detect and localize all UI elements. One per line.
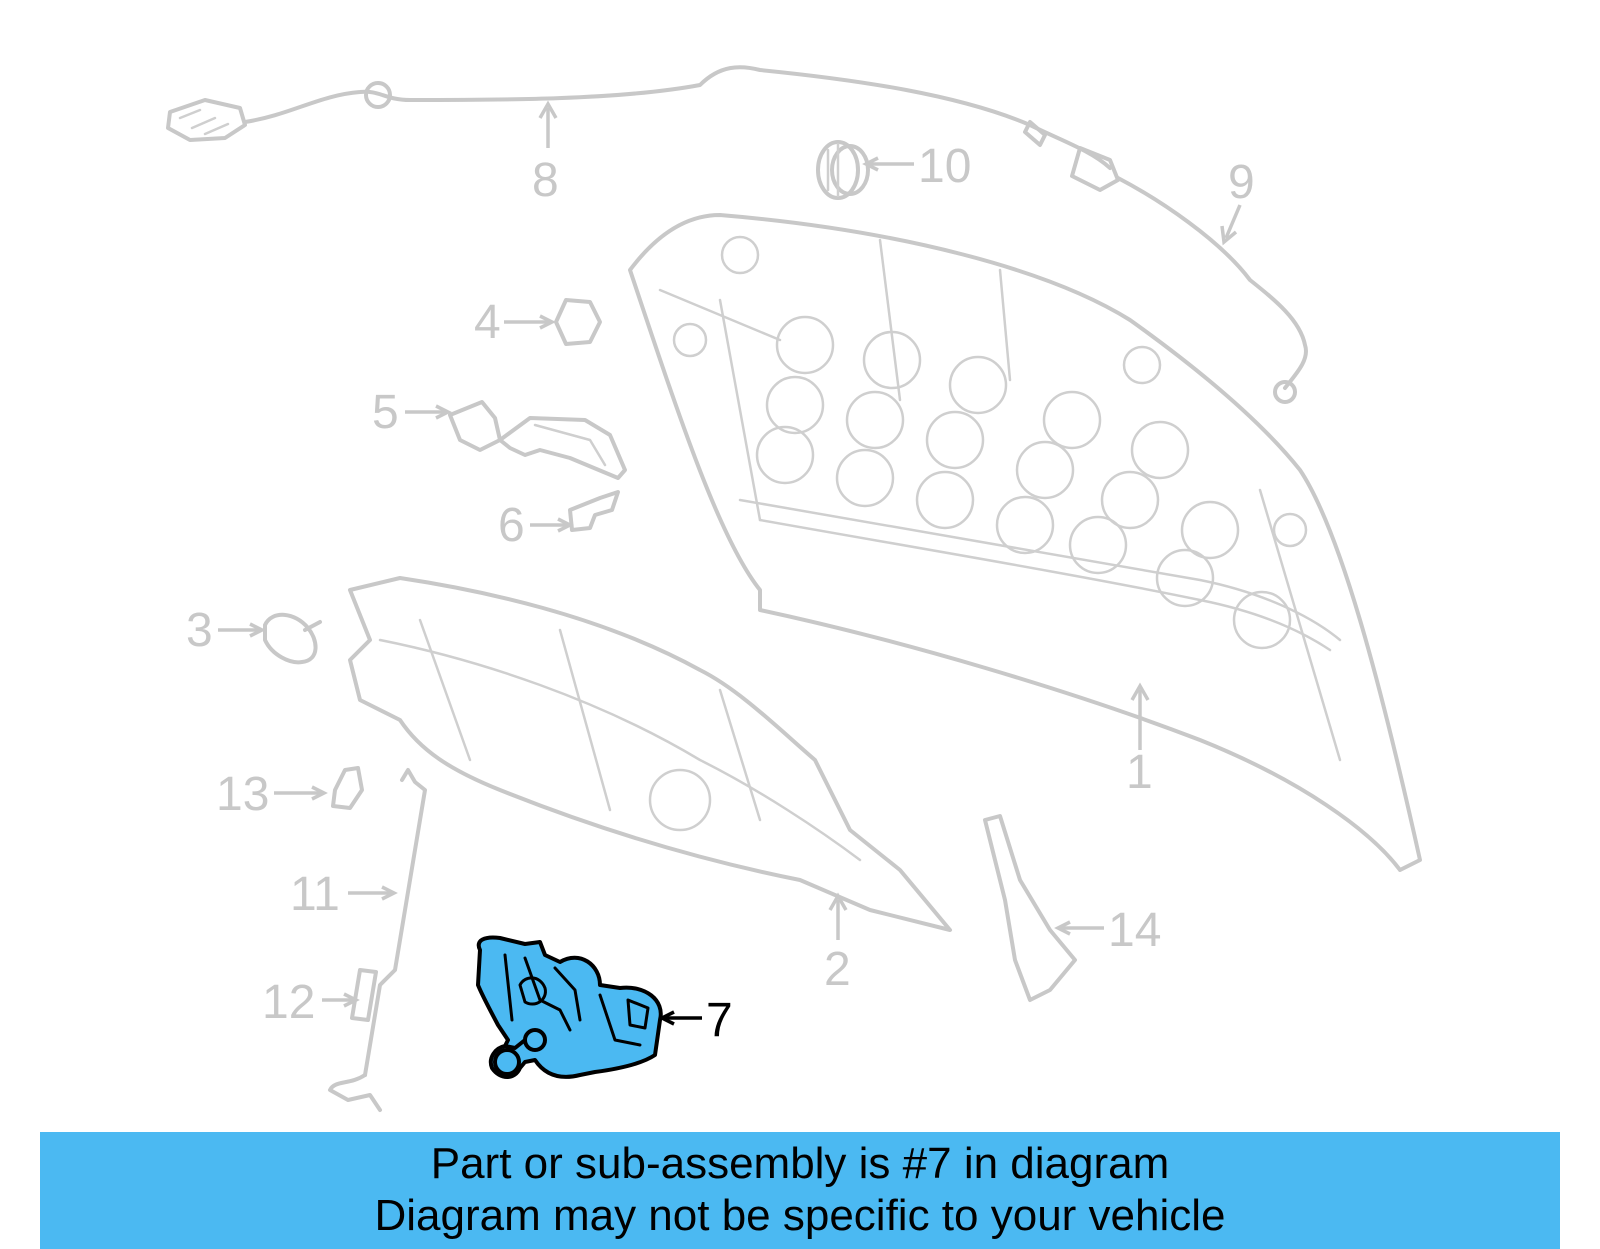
part-14-seal[interactable] bbox=[983, 814, 1077, 1002]
callout-7: 7 bbox=[658, 994, 733, 1047]
part-4-nut[interactable] bbox=[554, 298, 602, 346]
part-7-hood-latch[interactable] bbox=[476, 935, 663, 1079]
callout-label-1: 1 bbox=[1126, 746, 1153, 799]
callout-label-14: 14 bbox=[1108, 904, 1161, 957]
banner-line-disclaimer: Diagram may not be specific to your vehi… bbox=[374, 1191, 1226, 1240]
callout-label-12: 12 bbox=[262, 976, 315, 1029]
callout-3: 3 bbox=[186, 604, 266, 657]
callout-13: 13 bbox=[216, 768, 328, 821]
part-1-hood[interactable] bbox=[628, 213, 1422, 872]
callout-label-8: 8 bbox=[532, 154, 559, 207]
callout-label-3: 3 bbox=[186, 604, 213, 657]
callout-1: 1 bbox=[1126, 682, 1153, 799]
callout-12: 12 bbox=[262, 976, 360, 1029]
callout-5: 5 bbox=[372, 386, 452, 439]
callout-label-4: 4 bbox=[474, 296, 501, 349]
callout-8: 8 bbox=[532, 100, 559, 207]
hood-pad-circles bbox=[672, 235, 1308, 650]
part-5-bracket[interactable] bbox=[448, 400, 627, 480]
part-8-release-cable[interactable] bbox=[166, 65, 1120, 192]
part-9-cable-end[interactable] bbox=[1116, 176, 1308, 404]
part-2-insulator[interactable] bbox=[348, 576, 952, 932]
banner-line-part-number: Part or sub-assembly is #7 in diagram bbox=[430, 1139, 1170, 1188]
callout-label-13: 13 bbox=[216, 768, 269, 821]
part-6-clip[interactable] bbox=[568, 490, 620, 532]
callout-label-10: 10 bbox=[918, 140, 971, 193]
callout-9: 9 bbox=[1220, 156, 1255, 246]
part-10-bumper-grommet[interactable] bbox=[816, 140, 870, 200]
part-11-prop-rod[interactable] bbox=[328, 768, 427, 1112]
callout-6: 6 bbox=[498, 499, 574, 552]
callout-10: 10 bbox=[862, 140, 971, 193]
callout-label-5: 5 bbox=[372, 386, 399, 439]
callout-label-11: 11 bbox=[290, 868, 340, 921]
part-3-bumper[interactable] bbox=[263, 612, 322, 665]
part-13-clip[interactable] bbox=[331, 766, 364, 810]
callout-11: 11 bbox=[290, 868, 398, 921]
callout-label-9: 9 bbox=[1228, 156, 1255, 209]
part-notice-banner: Part or sub-assembly is #7 in diagram Di… bbox=[40, 1132, 1560, 1249]
callout-label-6: 6 bbox=[498, 499, 525, 552]
callout-4: 4 bbox=[474, 296, 556, 349]
callout-label-2: 2 bbox=[824, 943, 851, 996]
callout-2: 2 bbox=[824, 892, 851, 996]
callout-14: 14 bbox=[1054, 904, 1161, 957]
callout-label-7: 7 bbox=[706, 994, 733, 1047]
